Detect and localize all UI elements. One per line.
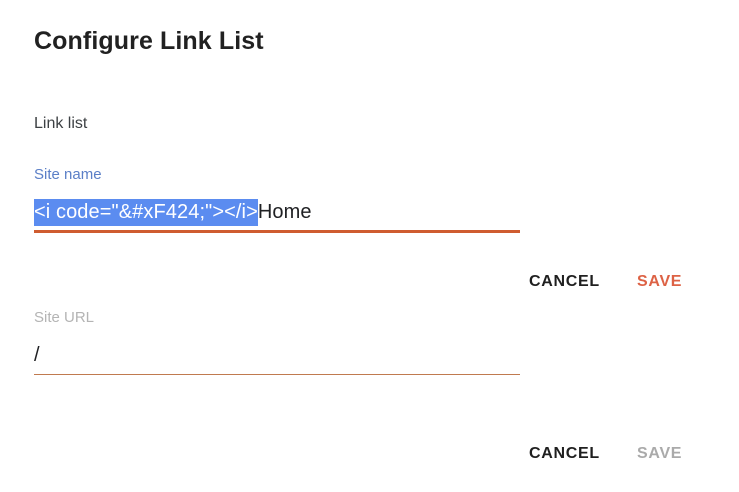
site-name-label: Site name: [34, 166, 102, 183]
outer-action-row: CANCEL SAVE: [0, 440, 739, 468]
field-site-name: Site name <i code="&#xF424;"></i>Home: [34, 165, 520, 233]
inner-action-row: CANCEL SAVE: [0, 268, 739, 296]
site-url-underline: [34, 374, 520, 375]
field-site-url: Site URL /: [34, 308, 520, 375]
outer-save-button: SAVE: [637, 440, 682, 468]
site-url-value[interactable]: /: [34, 344, 40, 366]
site-name-value[interactable]: <i code="&#xF424;"></i>Home: [34, 194, 312, 230]
inner-cancel-button[interactable]: CANCEL: [529, 268, 600, 296]
site-name-selected-text[interactable]: <i code="&#xF424;"></i>: [34, 199, 258, 226]
section-heading-link-list: Link list: [34, 115, 88, 132]
site-url-input[interactable]: /: [34, 337, 520, 375]
inner-save-button[interactable]: SAVE: [637, 268, 682, 296]
site-name-trailing-text[interactable]: Home: [257, 201, 312, 223]
page-title: Configure Link List: [34, 27, 264, 55]
outer-cancel-button[interactable]: CANCEL: [529, 440, 600, 468]
site-name-input[interactable]: <i code="&#xF424;"></i>Home: [34, 194, 520, 233]
site-name-underline: [34, 230, 520, 233]
site-url-label: Site URL: [34, 309, 95, 326]
